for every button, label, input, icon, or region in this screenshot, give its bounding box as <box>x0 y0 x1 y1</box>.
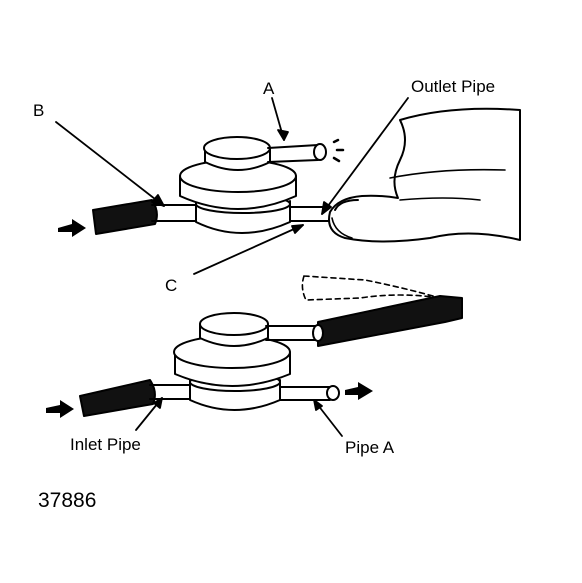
air-puff-marks <box>332 138 345 163</box>
leader-c-head <box>291 224 304 234</box>
bottom-right-pipe <box>279 386 331 401</box>
leader-outlet <box>321 97 409 215</box>
label-a: A <box>263 79 275 98</box>
top-inlet-hose <box>92 199 158 235</box>
leader-lines <box>55 97 409 437</box>
top-pipe-a <box>267 144 319 163</box>
bottom-outlet-arrow <box>345 382 373 400</box>
top-pipe-a-end <box>313 143 327 161</box>
bottom-right-pipe-end <box>326 385 340 401</box>
label-c: C <box>165 276 178 295</box>
label-b: B <box>33 101 45 120</box>
bottom-cap-pipe-end <box>312 324 324 342</box>
label-outlet-pipe: Outlet Pipe <box>411 77 496 96</box>
top-cap-top <box>203 136 271 160</box>
label-pipe-a: Pipe A <box>345 438 395 457</box>
finger <box>328 107 521 243</box>
leader-a-head <box>277 129 289 141</box>
leader-b <box>55 121 165 207</box>
leader-b-head <box>151 194 165 207</box>
ghost-finger <box>301 275 441 301</box>
top-valve <box>58 107 521 243</box>
bottom-outlet-hose <box>317 295 463 347</box>
bottom-cap-pipe <box>265 325 319 341</box>
bottom-inlet-hose <box>79 379 156 417</box>
bottom-left-pipe <box>149 384 196 400</box>
leader-inlet-head <box>153 397 163 409</box>
leader-pipe-a-head <box>313 399 323 411</box>
bottom-valve <box>46 275 463 418</box>
top-inlet-arrow <box>58 219 86 237</box>
bottom-cap-top <box>199 312 269 336</box>
figure-number: 37886 <box>38 489 97 512</box>
top-left-pipe <box>151 204 201 222</box>
leader-c <box>193 224 304 275</box>
leader-outlet-head <box>321 201 332 215</box>
bottom-inlet-arrow <box>46 400 74 418</box>
label-inlet-pipe: Inlet Pipe <box>70 435 141 454</box>
